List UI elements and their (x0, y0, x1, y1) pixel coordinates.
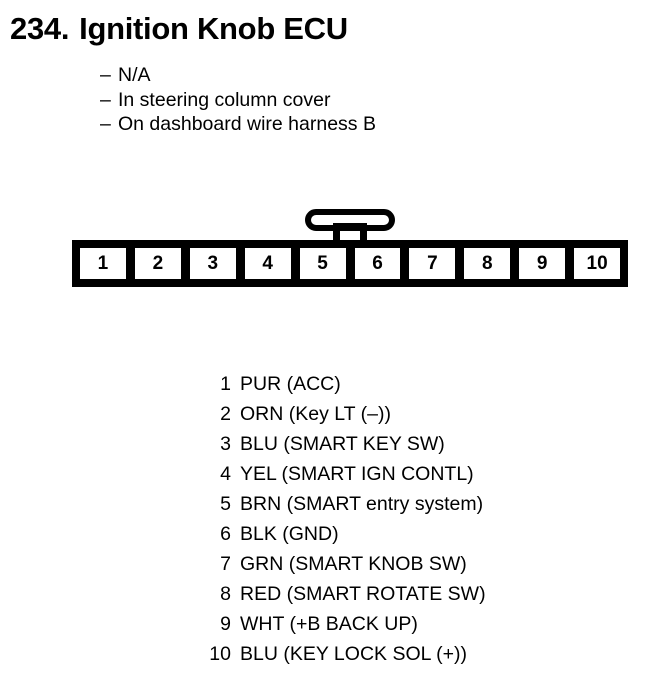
connector-pin-8: 8 (462, 246, 513, 281)
pin-legend-description: BLK (GND) (240, 523, 339, 545)
note-dash-icon: – (100, 64, 111, 86)
latch-core (333, 223, 367, 230)
pin-legend-number: 10 (209, 643, 231, 665)
pin-legend-number: 1 (220, 373, 231, 395)
pin-legend-row: 4 YEL (SMART IGN CONTL) (140, 459, 540, 489)
pin-legend-number: 6 (220, 523, 231, 545)
pin-legend-number: 4 (220, 463, 231, 485)
note-text: In steering column cover (118, 88, 331, 111)
pin-legend-row: 5 BRN (SMART entry system) (140, 489, 540, 519)
pin-legend-number: 3 (220, 433, 231, 455)
connector-pin-5: 5 (297, 246, 348, 281)
pin-legend-number: 5 (220, 493, 231, 515)
pin-legend-description: ORN (Key LT (–)) (240, 403, 391, 425)
pin-legend-description: PUR (ACC) (240, 373, 341, 395)
connector-pin-7: 7 (407, 246, 458, 281)
pin-legend-row: 2 ORN (Key LT (–)) (140, 399, 540, 429)
pin-legend-row: 9 WHT (+B BACK UP) (140, 609, 540, 639)
pin-legend-number: 7 (220, 553, 231, 575)
note-row: –N/A (100, 63, 376, 88)
pin-legend-number: 8 (220, 583, 231, 605)
pin-legend-description: BLU (SMART KEY SW) (240, 433, 445, 455)
pin-legend-description: YEL (SMART IGN CONTL) (240, 463, 474, 485)
pin-legend-description: BLU (KEY LOCK SOL (+)) (240, 643, 468, 665)
connector-pin-10: 10 (572, 246, 623, 281)
note-row: –On dashboard wire harness B (100, 112, 376, 137)
note-dash-icon: – (100, 113, 111, 135)
notes-list: –N/A–In steering column cover–On dashboa… (100, 63, 376, 137)
connector-pin-2: 2 (132, 246, 183, 281)
latch-leg-right (360, 223, 367, 241)
connector-pin-3: 3 (187, 246, 238, 281)
pin-legend-row: 6 BLK (GND) (140, 519, 540, 549)
page-title-text: Ignition Knob ECU (79, 11, 348, 46)
pin-legend-number: 9 (220, 613, 231, 635)
pin-legend-description: GRN (SMART KNOB SW) (240, 553, 467, 575)
pin-legend-row: 8 RED (SMART ROTATE SW) (140, 579, 540, 609)
connector-pin-9: 9 (517, 246, 568, 281)
latch-leg-left (333, 223, 340, 241)
page-title: 234. Ignition Knob ECU (10, 11, 348, 46)
note-row: –In steering column cover (100, 88, 376, 113)
note-text: On dashboard wire harness B (118, 113, 376, 135)
pin-legend-number: 2 (220, 403, 231, 425)
pin-legend-description: BRN (SMART entry system) (240, 493, 484, 515)
page-title-number: 234. (10, 11, 70, 46)
connector-pin-6: 6 (352, 246, 403, 281)
note-dash-icon: – (100, 88, 111, 111)
pin-legend-row: 3 BLU (SMART KEY SW) (140, 429, 540, 459)
pin-legend-description: RED (SMART ROTATE SW) (240, 583, 486, 605)
pin-legend-row: 10 BLU (KEY LOCK SOL (+)) (140, 639, 540, 669)
pin-legend-row: 7 GRN (SMART KNOB SW) (140, 549, 540, 579)
pin-legend-description: WHT (+B BACK UP) (240, 613, 418, 635)
connector-pin-1: 1 (78, 246, 128, 281)
pin-legend: 1 PUR (ACC) 2 ORN (Key LT (–)) 3 BLU (SMART K… (140, 369, 540, 669)
pin-legend-row: 1 PUR (ACC) (140, 369, 540, 399)
connector-latch-icon (305, 209, 395, 241)
note-text: N/A (118, 64, 151, 86)
connector-pin-4: 4 (242, 246, 293, 281)
